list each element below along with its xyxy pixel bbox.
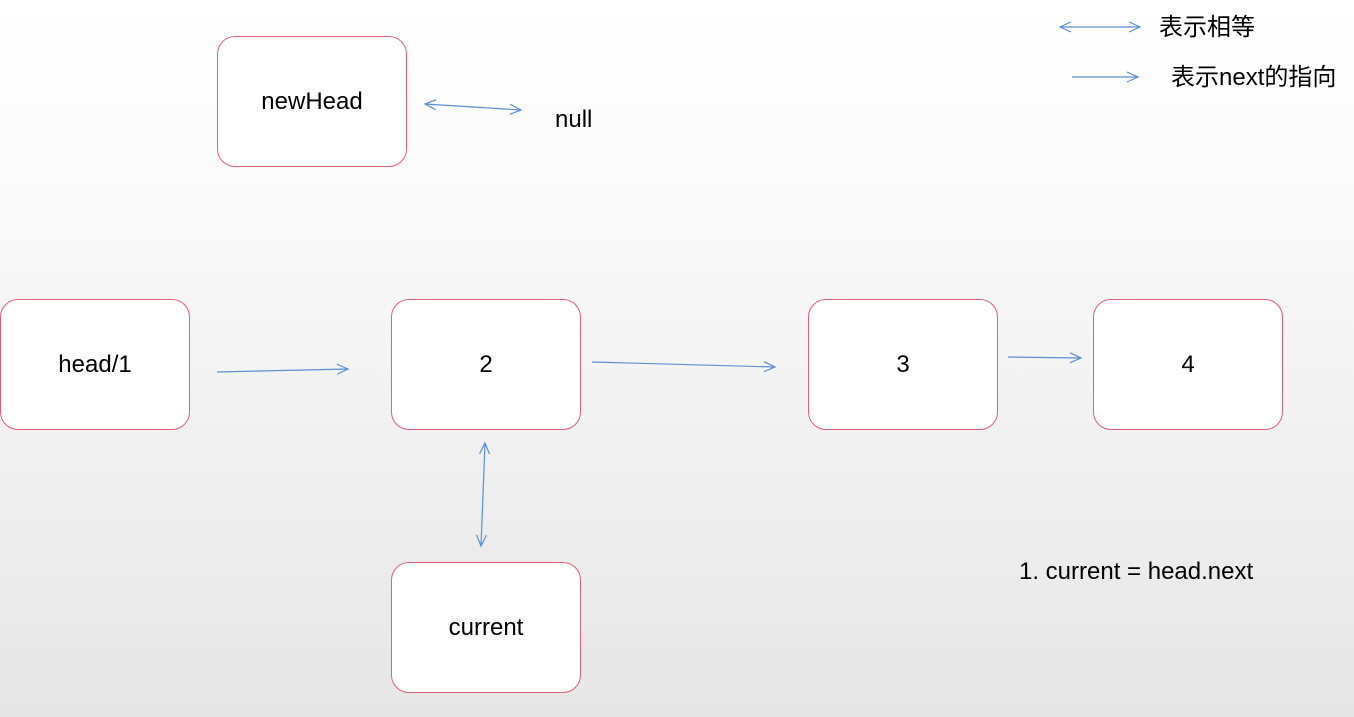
node-3: 3 — [808, 299, 998, 430]
legend-equal-label: 表示相等 — [1159, 14, 1255, 41]
step-note: 1. current = head.next — [1019, 558, 1254, 585]
node-head: head/1 — [0, 299, 190, 430]
node-current: current — [391, 562, 581, 693]
null-label: null — [555, 106, 593, 133]
node-newhead: newHead — [217, 36, 407, 167]
node-4: 4 — [1093, 299, 1283, 430]
legend-next-label: 表示next的指向 — [1171, 64, 1337, 91]
head-next-arrow — [216, 363, 350, 375]
newhead-null-equal-arrow — [423, 99, 523, 115]
node-2: 2 — [391, 299, 581, 430]
current-node2-equal-arrow — [475, 441, 491, 548]
node2-next-arrow — [591, 361, 777, 373]
node3-next-arrow — [1007, 352, 1083, 364]
